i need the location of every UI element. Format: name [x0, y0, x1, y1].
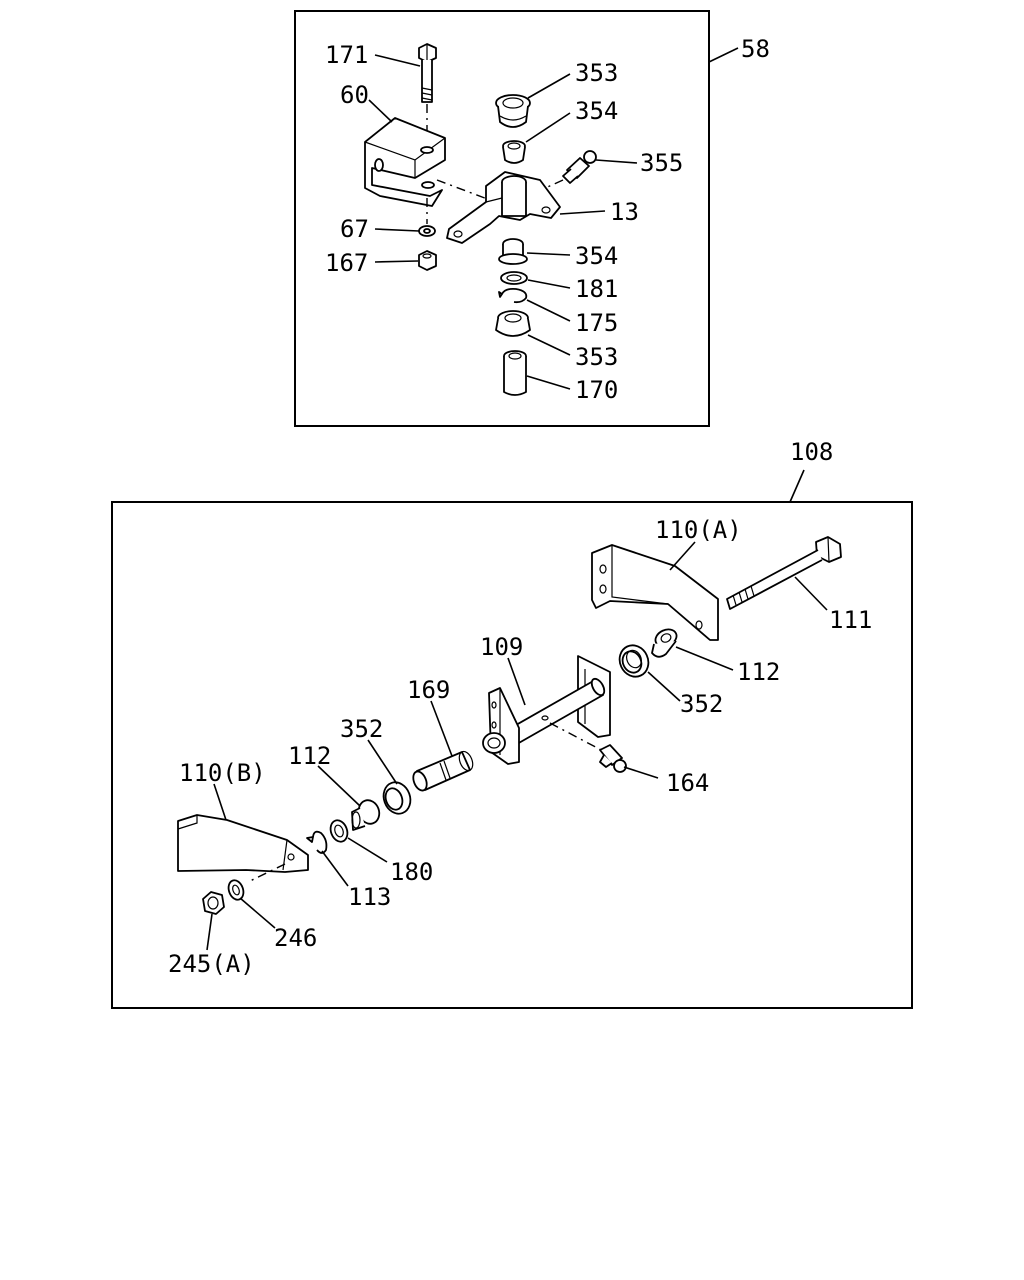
bracket-110b	[177, 814, 309, 883]
shaft-109	[482, 655, 611, 765]
snap-ring-113	[306, 830, 328, 854]
assembly-108: 108	[111, 438, 913, 1009]
label-110b: 110(B)	[179, 759, 266, 787]
pin-170	[503, 350, 527, 396]
grease-nipple-355	[531, 150, 597, 195]
bracket-60	[364, 117, 491, 224]
bracket-110a	[591, 544, 719, 641]
nut-167	[418, 250, 437, 271]
label-354-lower: 354	[575, 242, 618, 270]
assembly-58: 58	[294, 10, 770, 427]
bushing-112-right	[651, 628, 678, 658]
label-353-upper: 353	[575, 59, 618, 87]
label-169: 169	[407, 676, 450, 704]
seal-352-right	[618, 644, 650, 678]
label-245a: 245(A)	[168, 950, 255, 978]
bushing-112-left	[351, 799, 381, 831]
assembly-108-frame	[111, 501, 913, 1009]
label-111: 111	[829, 606, 872, 634]
label-112-right: 112	[737, 658, 780, 686]
snap-ring-175	[498, 287, 528, 304]
label-67: 67	[340, 215, 369, 243]
bushing-354-upper	[502, 140, 526, 164]
washer-180	[329, 819, 349, 843]
washer-181	[500, 271, 528, 285]
label-164: 164	[666, 769, 709, 797]
pin-169	[412, 750, 474, 792]
assembly-108-ref: 108	[790, 438, 833, 466]
bolt-171	[418, 43, 437, 142]
assembly-58-frame	[294, 10, 710, 427]
label-181: 181	[575, 275, 618, 303]
label-60: 60	[340, 81, 369, 109]
bushing-353-upper	[495, 94, 531, 128]
label-175: 175	[575, 309, 618, 337]
leader-lines-top	[368, 54, 638, 390]
grease-nipple-164	[599, 744, 627, 773]
label-352-right: 352	[680, 690, 723, 718]
label-110a: 110(A)	[655, 516, 742, 544]
label-109: 109	[480, 633, 523, 661]
label-171: 171	[325, 41, 368, 69]
label-167: 167	[325, 249, 368, 277]
label-355: 355	[640, 149, 683, 177]
bushing-353-lower	[495, 310, 531, 337]
label-112-left: 112	[288, 742, 331, 770]
label-180: 180	[390, 858, 433, 886]
label-13: 13	[610, 198, 639, 226]
assembly-58-ref: 58	[741, 35, 770, 63]
nut-245a	[202, 891, 225, 915]
bolt-111	[726, 536, 842, 610]
label-113: 113	[348, 883, 391, 911]
washer-67	[418, 225, 436, 237]
label-354-upper: 354	[575, 97, 618, 125]
label-170: 170	[575, 376, 618, 404]
label-353-lower: 353	[575, 343, 618, 371]
seal-352-left	[382, 781, 412, 815]
label-246: 246	[274, 924, 317, 952]
arm-13	[446, 171, 561, 244]
bushing-354-lower	[498, 238, 528, 265]
washer-246	[227, 879, 245, 901]
label-352-left: 352	[340, 715, 383, 743]
leader-lines-bottom	[206, 541, 828, 951]
